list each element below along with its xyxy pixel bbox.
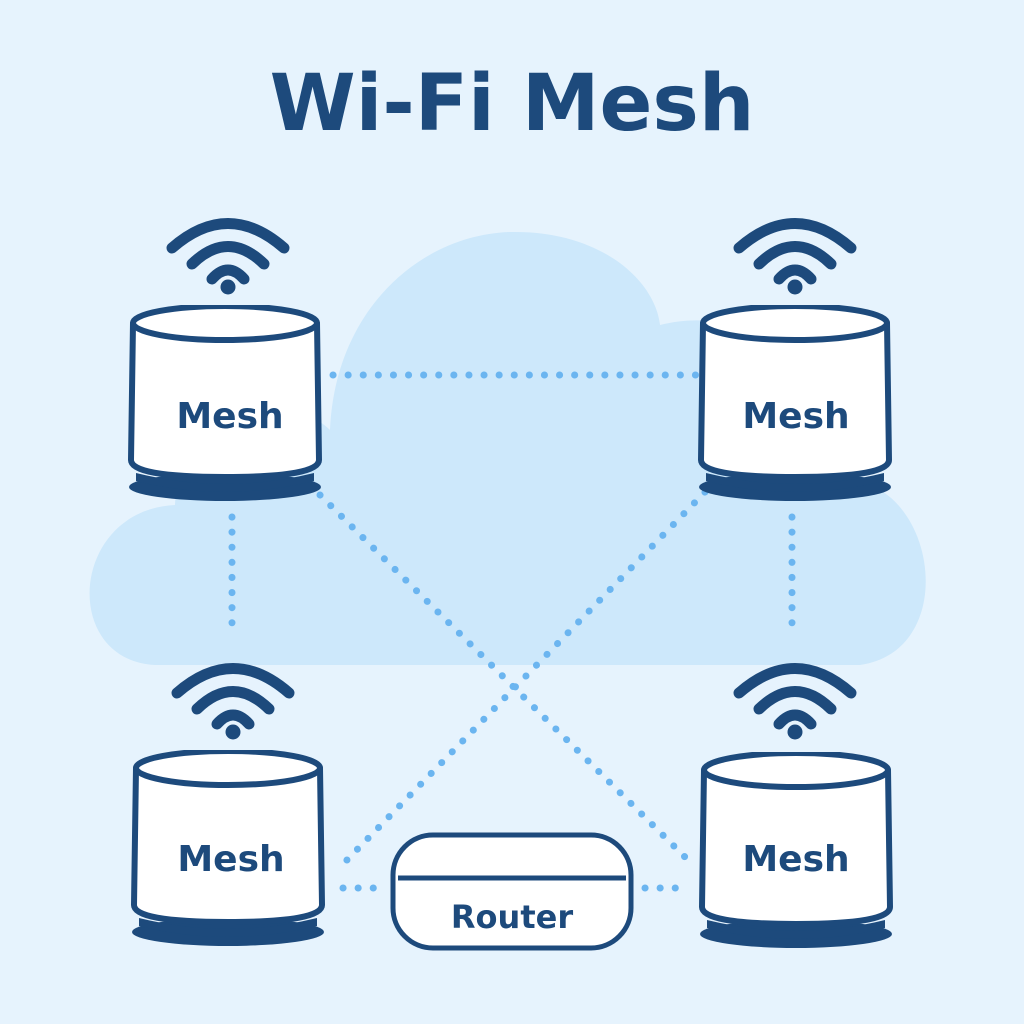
link-mesh-top-right-to-mesh-bottom-left <box>341 488 709 866</box>
mesh-links <box>228 371 796 892</box>
mesh-label: Mesh <box>742 396 849 437</box>
mesh-label: Mesh <box>742 839 849 880</box>
page-title: Wi-Fi Mesh <box>270 59 755 149</box>
mesh-unit-bottom-right: Mesh <box>700 669 892 949</box>
wifi-signal-icon <box>739 224 851 295</box>
router-body <box>390 832 634 951</box>
mesh-label: Mesh <box>176 396 283 437</box>
router: Router <box>390 832 634 951</box>
mesh-unit-bottom-left: Mesh <box>132 669 324 947</box>
mesh-unit-top-right: Mesh <box>699 224 891 502</box>
wifi-signal-icon <box>739 669 851 740</box>
mesh-unit-top-left: Mesh <box>129 224 321 502</box>
mesh-label: Mesh <box>177 839 284 880</box>
wifi-signal-icon <box>172 224 284 295</box>
router-label: Router <box>451 898 573 936</box>
wifi-signal-icon <box>177 669 289 740</box>
